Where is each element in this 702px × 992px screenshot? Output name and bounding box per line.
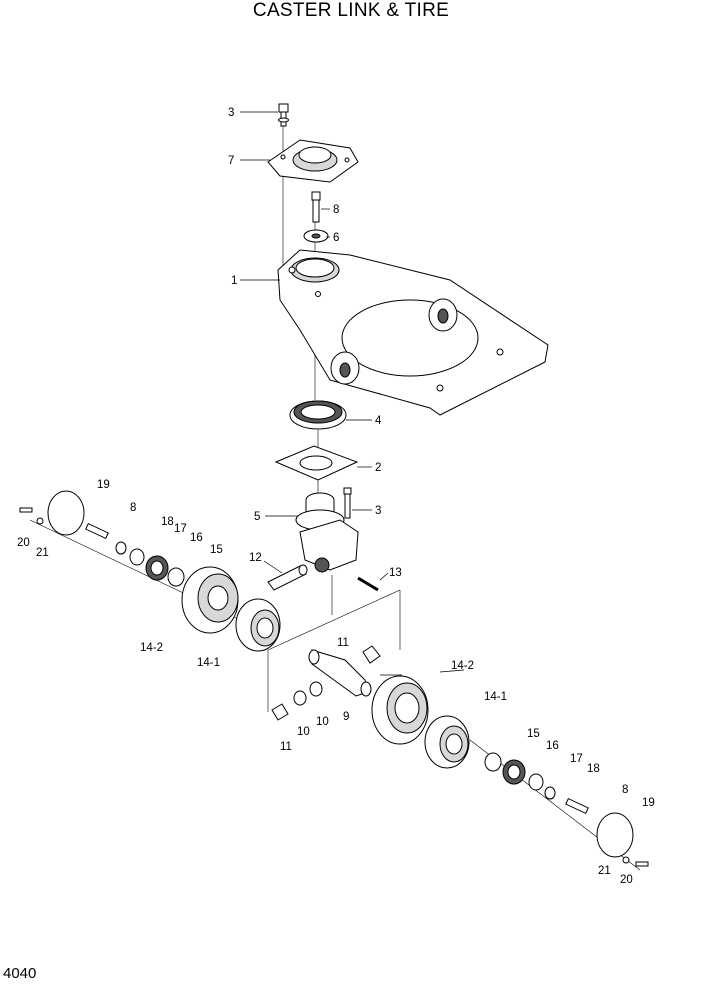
part-washer-11b: [271, 703, 289, 721]
part-caster-link-1: [277, 249, 549, 416]
part-cap-19-right: [596, 812, 634, 858]
part-housing-5: [295, 492, 359, 573]
part-bearing-16-left: [145, 555, 169, 581]
callout-18-right: 18: [587, 763, 600, 775]
callout-5: 5: [254, 511, 260, 523]
callout-20-left: 20: [17, 537, 30, 549]
part-bolt-8-right: [565, 797, 589, 815]
part-washer-6: [303, 229, 329, 243]
part-pin-12: [267, 564, 308, 591]
part-screw-20-left: [19, 507, 33, 513]
callout-6: 6: [333, 232, 339, 244]
part-plate-2: [274, 445, 359, 481]
part-bushing-10a: [293, 690, 307, 706]
callout-19-left: 19: [97, 479, 110, 491]
part-bolt-3-side: [343, 487, 352, 519]
callout-15-right: 15: [527, 728, 540, 740]
part-bolt-3-top: [278, 103, 289, 127]
part-wheel-14-1-left: [235, 598, 281, 652]
callout-2: 2: [375, 462, 381, 474]
assembly-axis-lines: [29, 118, 641, 871]
callout-18-left: 18: [161, 516, 174, 528]
callout-16-left: 16: [190, 532, 203, 544]
callout-21-left: 21: [36, 547, 49, 559]
part-spring-pin-13: [357, 576, 379, 592]
callout-8: 8: [333, 204, 339, 216]
part-tire-14-2-right: [371, 675, 429, 745]
page-title: CASTER LINK & TIRE: [252, 0, 450, 21]
part-cover-plate-7: [267, 139, 359, 183]
callout-13: 13: [389, 567, 402, 579]
callout-8-left: 8: [130, 502, 136, 514]
part-ring-17-left: [129, 548, 145, 566]
callout-9: 9: [343, 711, 349, 723]
callout-21-right: 21: [598, 865, 611, 877]
callout-4: 4: [375, 415, 382, 427]
callout-7: 7: [228, 155, 234, 167]
callout-14-1-right: 14-1: [484, 691, 507, 703]
part-screw-20-right: [635, 861, 649, 867]
part-washer-18-left: [115, 541, 127, 555]
part-washer-11a: [362, 645, 381, 664]
callout-16-right: 16: [546, 740, 559, 752]
part-seal-15-left: [167, 567, 185, 587]
callout-14-2-left: 14-2: [140, 642, 163, 654]
callout-8-right: 8: [622, 784, 628, 796]
part-bearing-4: [289, 400, 347, 430]
leader-lines: [240, 111, 465, 676]
part-ring-17-right: [528, 773, 544, 791]
callout-17-right: 17: [570, 753, 583, 765]
part-washer-21-right: [622, 856, 630, 864]
callout-12: 12: [249, 552, 262, 564]
part-tire-14-2-left: [181, 566, 239, 634]
callout-10-a: 10: [316, 716, 329, 728]
callout-labels: 3 7 8 6 1 4 2 3 5 19 8 18 17 16 15 20 21…: [17, 107, 655, 886]
callout-14-2-right: 14-2: [451, 660, 474, 672]
callout-19-right: 19: [642, 797, 655, 809]
callout-15-left: 15: [210, 544, 223, 556]
page-number: 4040: [3, 965, 37, 982]
callout-3-side: 3: [375, 505, 381, 517]
part-washer-21-left: [36, 517, 44, 525]
callout-10-b: 10: [297, 726, 310, 738]
callout-14-1-left: 14-1: [197, 657, 220, 669]
part-bushing-10b: [309, 681, 323, 697]
part-washer-18-right: [544, 786, 556, 800]
callout-17-left: 17: [174, 523, 187, 535]
part-bolt-8-top: [311, 191, 321, 223]
part-wheel-14-1-right: [424, 715, 470, 769]
callout-20-right: 20: [620, 874, 633, 886]
callout-3: 3: [228, 107, 234, 119]
part-bolt-8-left: [85, 522, 109, 540]
part-axle-9: [308, 649, 372, 697]
callout-11-lower: 11: [280, 741, 292, 753]
part-bearing-16-right: [502, 759, 526, 785]
callout-1: 1: [231, 275, 237, 287]
part-cap-19-left: [47, 490, 85, 536]
part-seal-15-right: [484, 752, 502, 772]
callout-11-upper: 11: [337, 637, 349, 649]
